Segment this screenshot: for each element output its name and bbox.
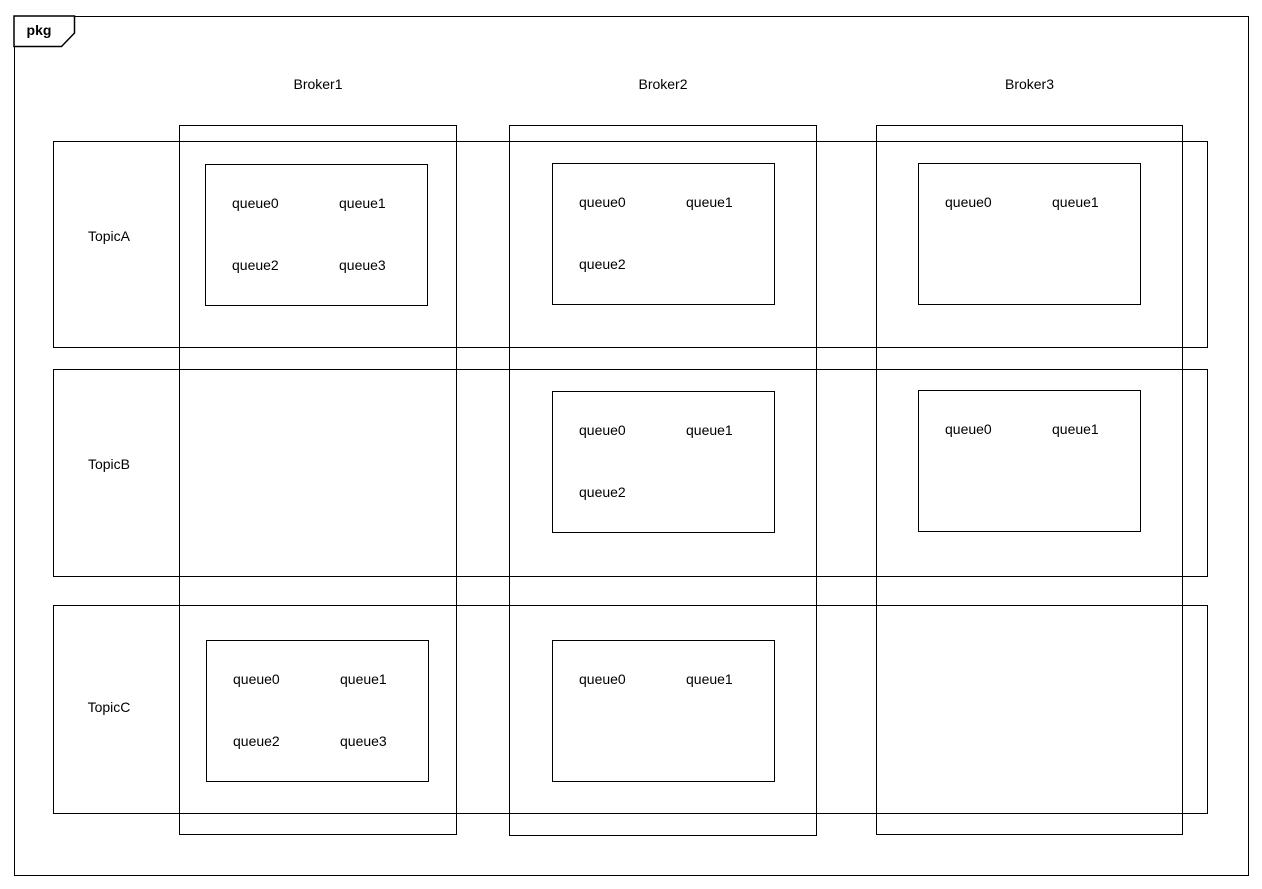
queue-label: queue1 — [686, 194, 733, 210]
queue-label: queue1 — [339, 195, 386, 211]
queue-box-topicb-broker2: queue0 queue1 queue2 — [552, 391, 775, 533]
queue-box-topicc-broker2: queue0 queue1 — [552, 640, 775, 782]
pkg-tab — [13, 15, 76, 48]
queue-label: queue0 — [945, 194, 992, 210]
broker3-column — [876, 125, 1183, 835]
queue-label: queue2 — [579, 256, 626, 272]
topicc-label: TopicC — [87, 699, 131, 715]
queue-label: queue0 — [232, 195, 279, 211]
pkg-tab-shape — [13, 15, 76, 48]
queue-label: queue0 — [233, 671, 280, 687]
broker1-column — [179, 125, 457, 835]
queue-label: queue0 — [945, 421, 992, 437]
topicb-label: TopicB — [87, 456, 131, 472]
queue-label: queue1 — [1052, 421, 1099, 437]
broker2-label: Broker2 — [638, 76, 688, 92]
queue-label: queue0 — [579, 194, 626, 210]
topica-row: TopicA — [53, 141, 1208, 348]
queue-label: queue1 — [686, 671, 733, 687]
queue-label: queue2 — [579, 484, 626, 500]
topicb-row: TopicB — [53, 369, 1208, 577]
topicc-row: TopicC — [53, 605, 1208, 814]
broker2-column — [509, 125, 817, 836]
pkg-tab-label: pkg — [26, 22, 52, 38]
queue-label: queue1 — [1052, 194, 1099, 210]
queue-label: queue3 — [340, 733, 387, 749]
queue-box-topica-broker3: queue0 queue1 — [918, 163, 1141, 305]
queue-box-topicb-broker3: queue0 queue1 — [918, 390, 1141, 532]
queue-label: queue2 — [232, 257, 279, 273]
queue-box-topica-broker1: queue0 queue1 queue2 queue3 — [205, 164, 428, 306]
broker1-label: Broker1 — [293, 76, 343, 92]
queue-label: queue2 — [233, 733, 280, 749]
queue-label: queue0 — [579, 422, 626, 438]
queue-box-topicc-broker1: queue0 queue1 queue2 queue3 — [206, 640, 429, 782]
queue-box-topica-broker2: queue0 queue1 queue2 — [552, 163, 775, 305]
queue-label: queue3 — [339, 257, 386, 273]
pkg-frame — [14, 16, 1249, 876]
topica-label: TopicA — [87, 228, 131, 244]
queue-label: queue1 — [686, 422, 733, 438]
broker3-label: Broker3 — [1004, 76, 1055, 92]
queue-label: queue0 — [579, 671, 626, 687]
queue-label: queue1 — [340, 671, 387, 687]
